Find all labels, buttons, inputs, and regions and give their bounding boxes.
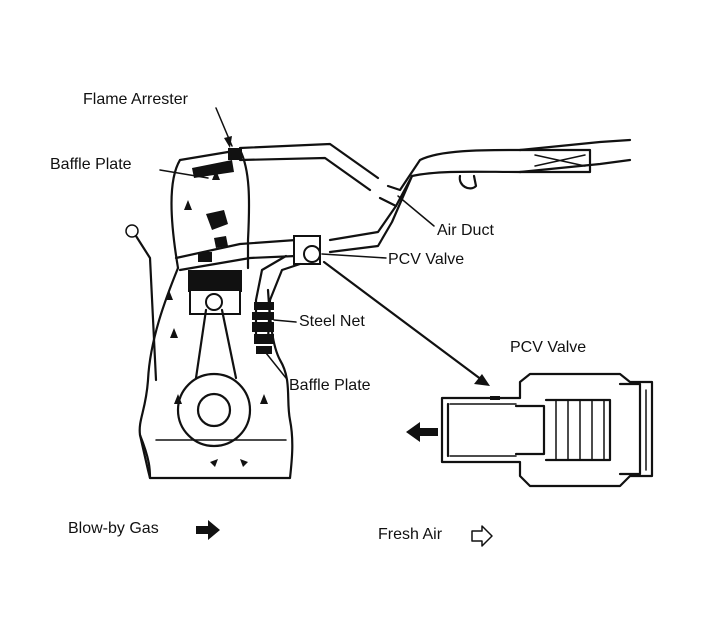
label-flame-arrester: Flame Arrester [83, 91, 188, 108]
legend-fresh-air: Fresh Air [378, 526, 443, 543]
label-baffle-plate-top: Baffle Plate [50, 156, 132, 173]
leader-lines [159, 107, 490, 386]
label-pcv-valve-engine: PCV Valve [388, 251, 465, 268]
legend-symbols [196, 520, 493, 547]
legend-blowby-gas: Blow-by Gas [68, 520, 159, 537]
fresh-air-arrow-icon [471, 525, 493, 547]
flame-arrester-element [228, 148, 242, 160]
dipstick [125, 224, 158, 382]
pcv-valve-detail-drawing [406, 372, 654, 488]
piston-and-rod [176, 270, 252, 448]
label-baffle-plate-bottom: Baffle Plate [289, 377, 371, 394]
engine-block [138, 148, 294, 480]
label-air-duct: Air Duct [437, 222, 494, 239]
steel-net-mesh [252, 302, 274, 354]
blowby-arrow-icon [196, 520, 220, 540]
top-baffle-blobs [192, 160, 234, 262]
label-pcv-valve-detail: PCV Valve [510, 339, 587, 356]
label-steel-net: Steel Net [299, 313, 365, 330]
